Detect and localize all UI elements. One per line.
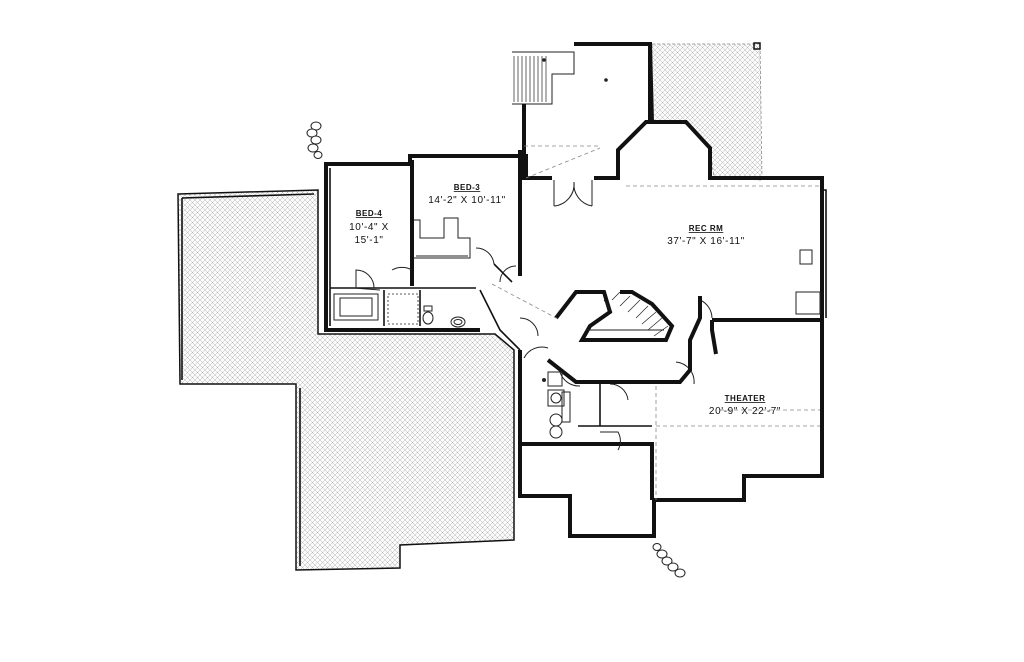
label-rec-room: REC RM 37'-7" X 16'-11" xyxy=(667,224,745,247)
bed3-dim: 14'-2" X 10'-11" xyxy=(428,195,506,206)
theater-title: THEATER xyxy=(725,394,766,403)
bed3-closet xyxy=(414,217,471,259)
bath-fixtures xyxy=(333,293,466,328)
landscape-stones-bottom xyxy=(652,543,686,578)
dashed-lines xyxy=(491,145,820,500)
patio-left xyxy=(177,189,515,571)
bed4-dim-line2: 15'-1" xyxy=(354,235,383,246)
door-swings xyxy=(353,180,713,451)
bed4-dim-line1: 10'-4" X xyxy=(349,222,389,233)
central-stair xyxy=(546,290,702,384)
bed4-title: BED-4 xyxy=(356,209,383,218)
bed3-title: BED-3 xyxy=(454,183,481,192)
landscape-stones-top xyxy=(306,121,323,159)
theater-dim: 20'-9" X 22'-7" xyxy=(709,406,781,417)
exterior-stair xyxy=(512,42,652,122)
rec-room-fixtures xyxy=(542,58,821,315)
mechanical-fixtures xyxy=(542,371,571,439)
deck-top-right xyxy=(651,42,763,181)
label-bed3: BED-3 14'-2" X 10'-11" xyxy=(428,183,506,206)
label-theater: THEATER 20'-9" X 22'-7" xyxy=(709,394,781,417)
rec-dim: 37'-7" X 16'-11" xyxy=(667,236,745,247)
label-bed4: BED-4 10'-4" X 15'-1" xyxy=(349,209,389,246)
rec-title: REC RM xyxy=(689,224,724,233)
